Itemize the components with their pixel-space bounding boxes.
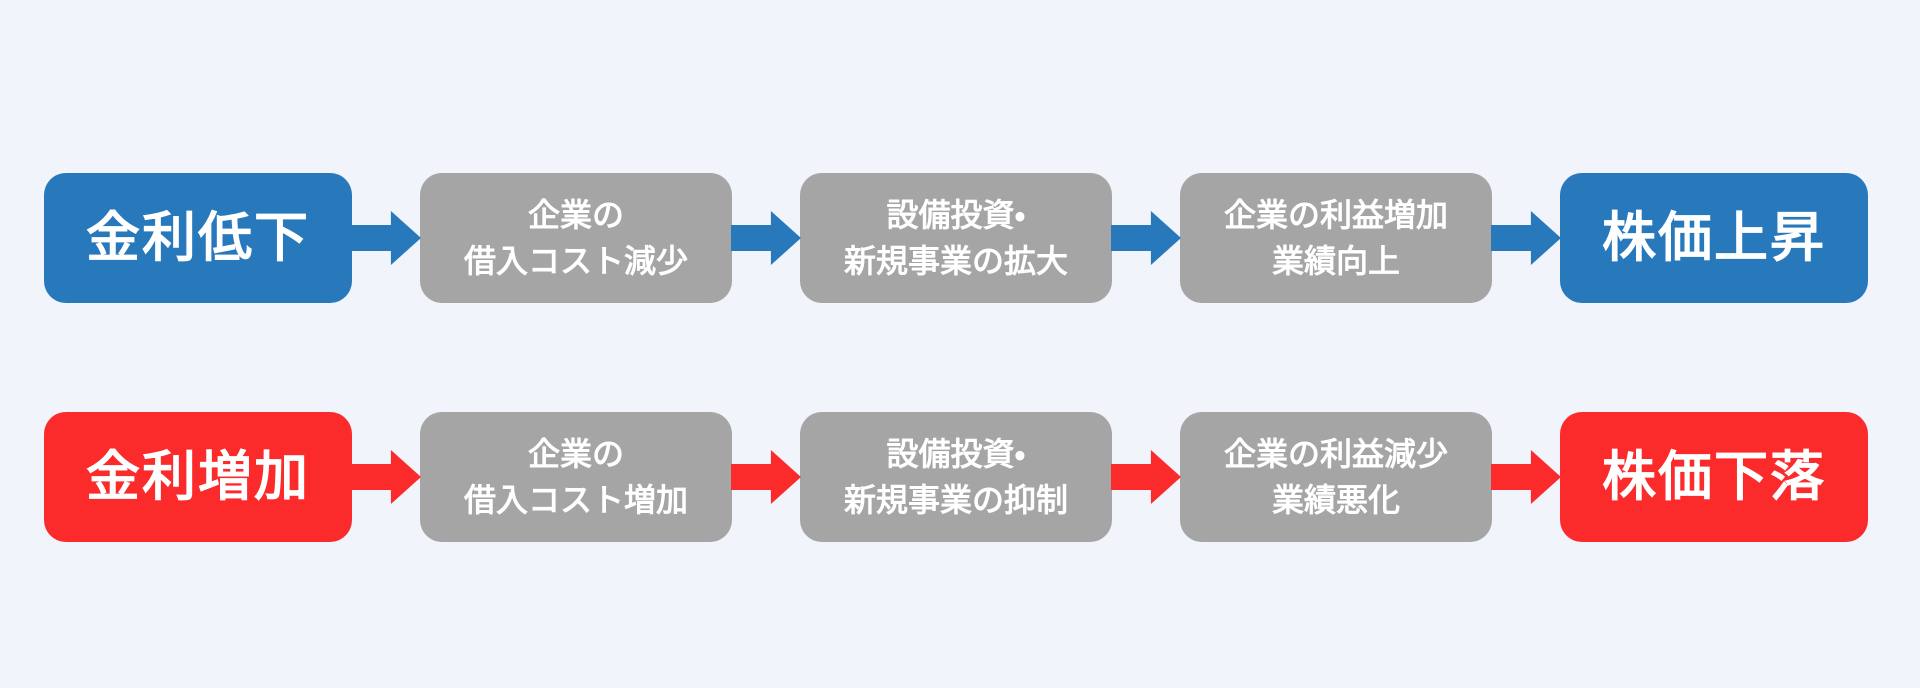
step-node-label-line1: 企業の [527,434,624,473]
start-node-label: 金利増加 [86,445,310,508]
step-node-label-line2: 業績悪化 [1271,481,1400,519]
flow-arrow-icon [351,211,421,265]
flow-arrow-icon [731,450,801,504]
flow-arrow-icon [1491,211,1561,265]
start-node-rate-increase: 金利増加 [44,412,352,542]
step-node-label-line2: 業績向上 [1271,242,1400,280]
step-node-label-line1: 企業の [527,195,624,234]
end-node-stock-price-fall: 株価下落 [1560,412,1868,542]
step-node-label-line1: 企業の利益減少 [1223,434,1448,473]
flow-arrow-icon [731,211,801,265]
step-node-label-line2: 新規事業の拡大 [843,242,1068,280]
step-node-label-line2: 借入コスト減少 [463,242,688,280]
step-node-label-line1: 企業の利益増加 [1223,195,1448,234]
step-node-profit-increase: 企業の利益増加 業績向上 [1180,173,1492,303]
step-node-profit-decrease: 企業の利益減少 業績悪化 [1180,412,1492,542]
step-node-borrowing-cost-decrease: 企業の 借入コスト減少 [420,173,732,303]
rate-decrease-flow-row: 金利低下 企業の 借入コスト減少 設備投資・ 新規事業の拡大 企業の利益増加 業… [44,173,1876,303]
step-node-borrowing-cost-increase: 企業の 借入コスト増加 [420,412,732,542]
flow-arrow-icon [351,450,421,504]
flow-arrow-icon [1111,450,1181,504]
start-node-label: 金利低下 [86,206,310,269]
step-node-investment-expansion: 設備投資・ 新規事業の拡大 [800,173,1112,303]
end-node-label: 株価下落 [1602,445,1826,508]
step-node-label-line1: 設備投資・ [886,195,1026,234]
start-node-rate-decrease: 金利低下 [44,173,352,303]
step-node-label-line2: 新規事業の抑制 [843,481,1068,519]
flow-arrow-icon [1111,211,1181,265]
end-node-stock-price-rise: 株価上昇 [1560,173,1868,303]
end-node-label: 株価上昇 [1602,206,1826,269]
flow-arrow-icon [1491,450,1561,504]
rate-increase-flow-row: 金利増加 企業の 借入コスト増加 設備投資・ 新規事業の抑制 企業の利益減少 業… [44,412,1876,542]
step-node-investment-restraint: 設備投資・ 新規事業の抑制 [800,412,1112,542]
step-node-label-line2: 借入コスト増加 [463,481,688,519]
step-node-label-line1: 設備投資・ [886,434,1026,473]
